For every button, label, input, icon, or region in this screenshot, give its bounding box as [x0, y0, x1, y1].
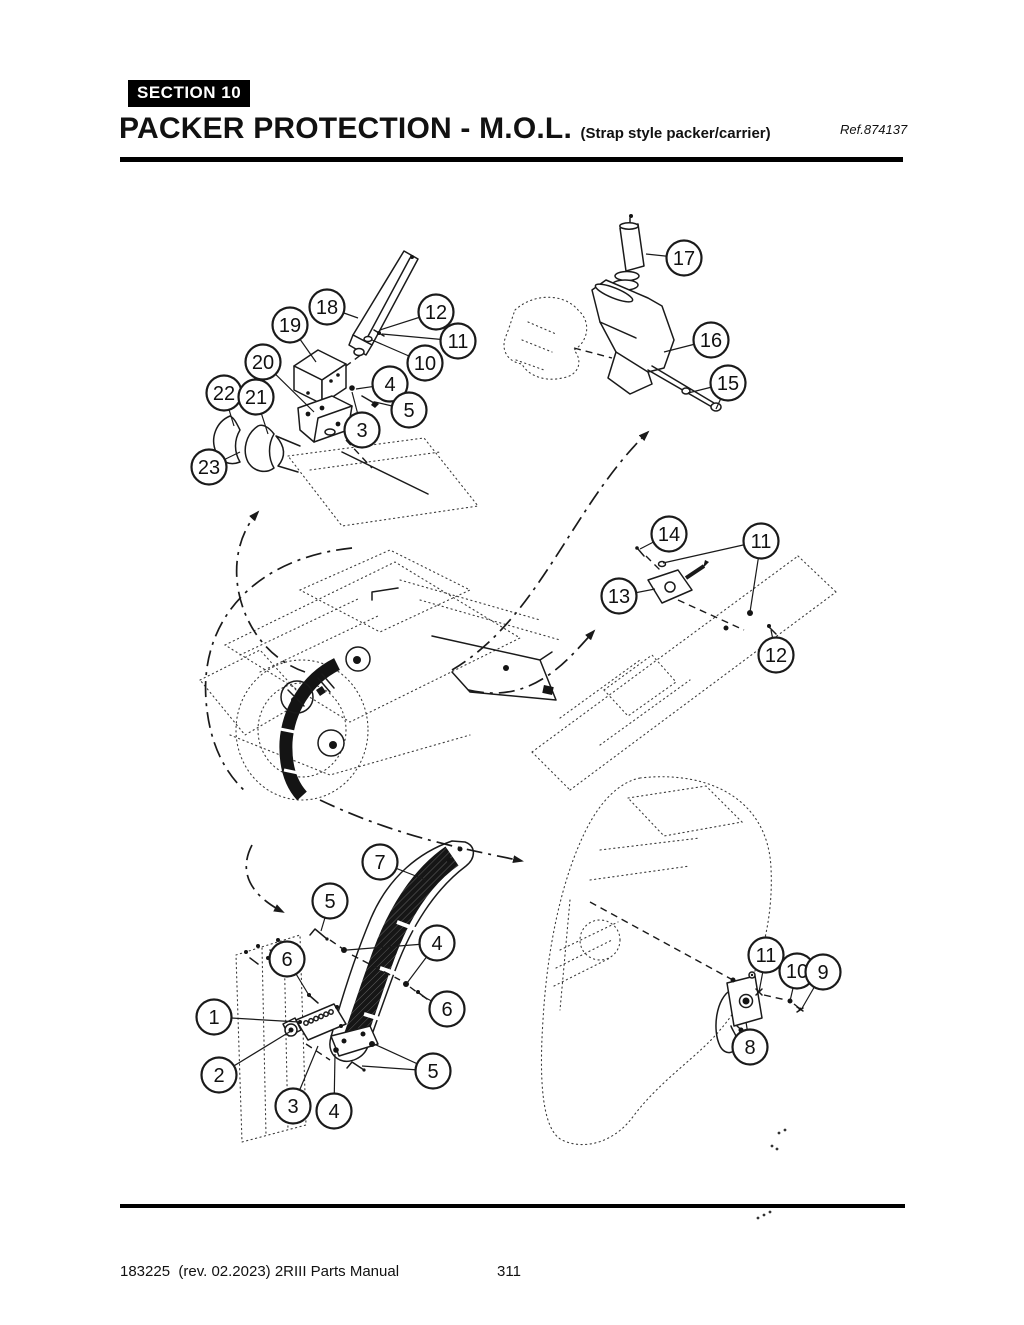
machine-sketch [199, 547, 561, 801]
page-title-text: PACKER PROTECTION - M.O.L. [119, 112, 572, 145]
svg-text:22: 22 [213, 383, 235, 405]
svg-text:16: 16 [700, 330, 722, 352]
callout-11: 11 [747, 936, 785, 993]
svg-text:3: 3 [356, 420, 367, 442]
callout-16: 16 [663, 321, 730, 359]
svg-text:15: 15 [717, 373, 739, 395]
arrow-to-arm-detail [235, 510, 306, 673]
callout-23: 23 [190, 448, 241, 486]
callout-19: 19 [271, 306, 317, 363]
svg-text:6: 6 [441, 999, 452, 1021]
callout-3: 3 [343, 391, 381, 449]
reference-number: Ref.874137 [840, 122, 908, 137]
callout-6: 6 [421, 990, 466, 1028]
svg-text:14: 14 [658, 524, 680, 546]
callout-13: 13 [600, 577, 656, 615]
svg-text:17: 17 [673, 248, 695, 270]
svg-text:23: 23 [198, 457, 220, 479]
callout-22: 22 [205, 374, 243, 427]
svg-text:12: 12 [425, 302, 447, 324]
callout-7: 7 [361, 843, 427, 881]
svg-text:4: 4 [431, 933, 442, 955]
callout-10: 10 [371, 339, 444, 382]
section-badge: SECTION 10 [128, 80, 251, 107]
callout-5: 5 [374, 391, 428, 429]
switch-box-assembly [540, 776, 804, 1146]
callout-18: 18 [308, 288, 359, 326]
svg-text:4: 4 [384, 374, 395, 396]
svg-text:5: 5 [403, 400, 414, 422]
sensor-bracket-assembly [531, 546, 837, 791]
svg-text:7: 7 [374, 852, 385, 874]
svg-text:6: 6 [281, 949, 292, 971]
callout-5: 5 [311, 882, 349, 932]
callout-10: 10 [778, 952, 816, 1002]
svg-text:11: 11 [756, 945, 777, 967]
callout-11: 11 [381, 322, 477, 360]
arrow-to-sensor-detail [467, 629, 596, 694]
callout-17: 17 [645, 239, 703, 277]
callout-14: 14 [639, 515, 688, 553]
svg-text:9: 9 [817, 962, 828, 984]
callout-2: 2 [200, 1030, 292, 1094]
stray-dots [756, 1128, 787, 1220]
callout-4: 4 [315, 1053, 353, 1130]
svg-text:21: 21 [245, 387, 267, 409]
callout-1: 1 [195, 998, 300, 1036]
callout-21: 21 [237, 378, 275, 435]
svg-text:12: 12 [765, 645, 787, 667]
header-rule [120, 157, 903, 162]
svg-text:19: 19 [279, 315, 301, 337]
svg-text:10: 10 [414, 353, 436, 375]
footer-page-number: 311 [497, 1263, 521, 1280]
svg-text:8: 8 [744, 1037, 755, 1059]
svg-text:5: 5 [427, 1061, 438, 1083]
svg-text:3: 3 [287, 1096, 298, 1118]
callout-3: 3 [274, 1045, 319, 1125]
arrow-to-strap-detail [245, 844, 285, 913]
svg-text:11: 11 [751, 531, 772, 553]
svg-text:4: 4 [328, 1101, 339, 1123]
svg-text:11: 11 [448, 331, 469, 353]
svg-text:2: 2 [213, 1065, 224, 1087]
page-title: PACKER PROTECTION - M.O.L. (Strap style … [119, 112, 771, 146]
callout-12: 12 [757, 629, 795, 674]
callout-20: 20 [244, 343, 315, 413]
strap-plate-assembly [235, 840, 475, 1143]
svg-text:13: 13 [608, 586, 630, 608]
callout-9: 9 [800, 953, 842, 1011]
footer-document-id: 183225 (rev. 02.2023) 2RIII Parts Manual [120, 1263, 400, 1280]
arrow-to-accumulator-detail [451, 430, 650, 671]
svg-text:20: 20 [252, 352, 274, 374]
arm-mount-assembly [212, 250, 480, 527]
callout-12: 12 [379, 293, 455, 331]
svg-text:1: 1 [208, 1007, 219, 1029]
svg-text:5: 5 [324, 891, 335, 913]
callout-6: 6 [268, 940, 311, 998]
footer-rule [120, 1204, 905, 1208]
page-subtitle: (Strap style packer/carrier) [580, 125, 771, 142]
svg-text:18: 18 [316, 297, 338, 319]
callout-8: 8 [731, 1021, 769, 1066]
callout-5: 5 [361, 1043, 452, 1090]
accumulator-bracket-assembly [503, 214, 722, 412]
detail-arrows [235, 430, 650, 913]
arrow-to-blob-detail [319, 799, 524, 864]
callout-15: 15 [687, 364, 747, 410]
callout-4: 4 [355, 365, 409, 403]
svg-text:10: 10 [786, 961, 808, 983]
callout-11: 11 [662, 522, 780, 613]
callout-4: 4 [346, 924, 456, 984]
